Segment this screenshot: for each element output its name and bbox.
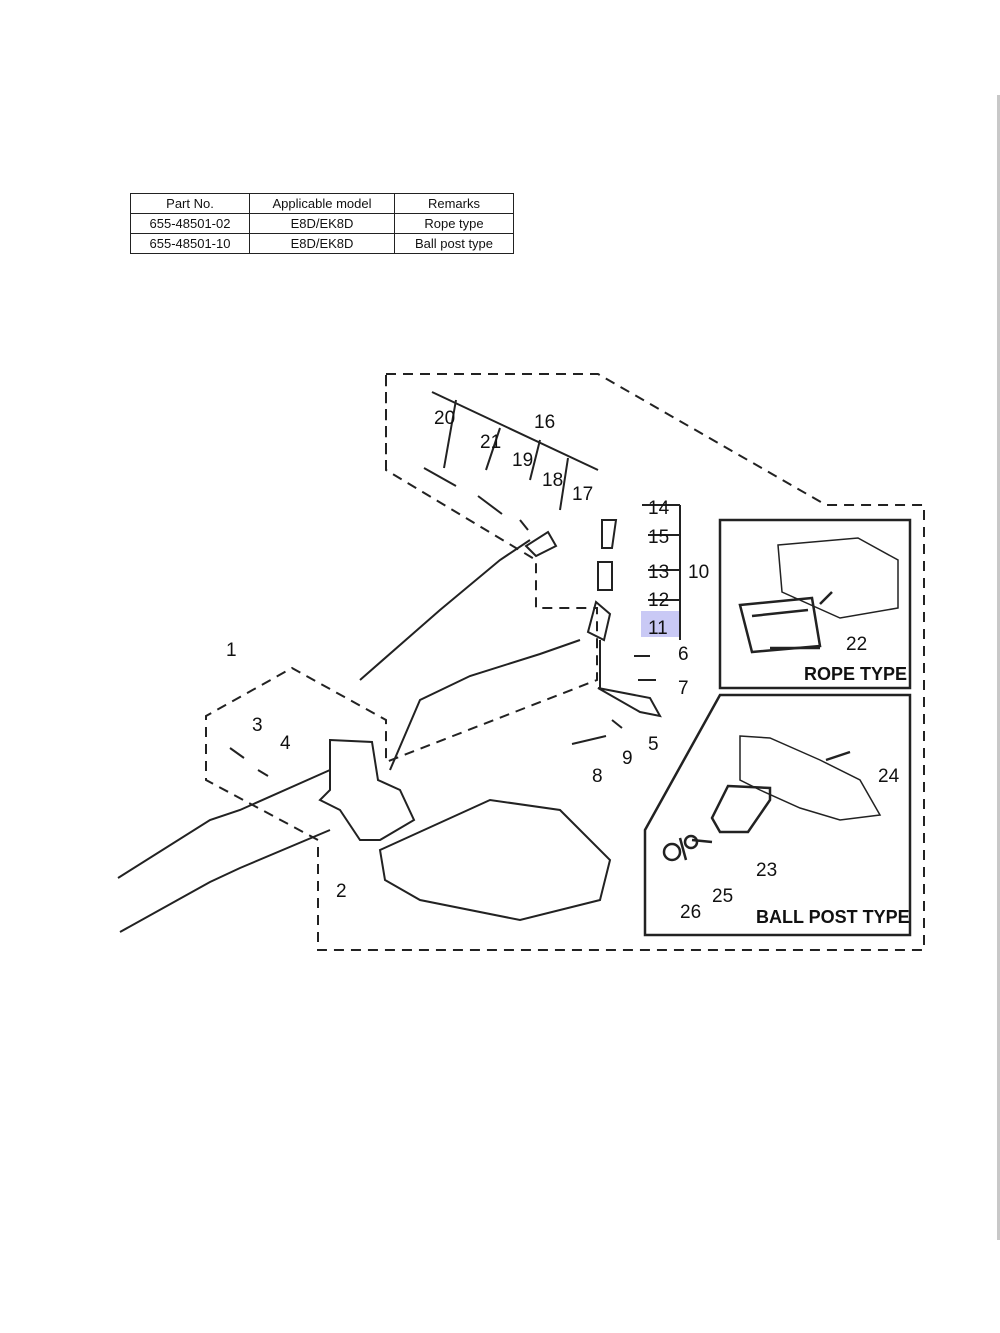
callout-2: 2 <box>336 881 347 902</box>
callout-23: 23 <box>756 860 777 881</box>
callout-1: 1 <box>226 640 237 661</box>
ball-post-type-inset <box>643 693 912 937</box>
callout-24: 24 <box>878 766 900 787</box>
rope-type-label: ROPE TYPE <box>804 664 907 684</box>
callout-6: 6 <box>678 644 689 665</box>
callout-highlight <box>641 611 679 637</box>
callout-17: 17 <box>572 484 593 505</box>
dashed-outlines <box>205 373 925 951</box>
callout-22: 22 <box>846 634 867 655</box>
ball-post-type-label: BALL POST TYPE <box>756 907 910 927</box>
cable-and-bracket-drawing <box>117 467 662 933</box>
table-cell: Ball post type <box>394 233 514 254</box>
table-header-model: Applicable model <box>249 193 395 214</box>
callout-25: 25 <box>712 886 733 907</box>
callout-11: 11 <box>648 618 668 639</box>
callout-18: 18 <box>542 470 563 491</box>
callout-7: 7 <box>678 678 689 699</box>
upper-group-brackets <box>431 391 681 640</box>
parts-table: Part No. Applicable model Remarks 655-48… <box>130 193 514 254</box>
callout-16: 16 <box>534 412 555 433</box>
callout-14: 14 <box>648 498 670 519</box>
callout-labels: 1 2 3 4 5 6 7 8 9 10 11 12 13 14 15 16 1… <box>226 408 900 923</box>
callout-5: 5 <box>648 734 659 755</box>
table-cell: 655-48501-02 <box>130 213 250 234</box>
callout-10: 10 <box>688 562 709 583</box>
table-header-remarks: Remarks <box>394 193 514 214</box>
table-row: 655-48501-10 E8D/EK8D Ball post type <box>130 233 514 254</box>
callout-8: 8 <box>592 766 603 787</box>
callout-13: 13 <box>648 562 669 583</box>
page-edge-shadow <box>997 95 1000 1240</box>
callout-4: 4 <box>280 733 291 754</box>
callout-12: 12 <box>648 590 669 611</box>
table-cell: E8D/EK8D <box>249 213 395 234</box>
table-header-row: Part No. Applicable model Remarks <box>130 193 514 214</box>
callout-19: 19 <box>512 450 533 471</box>
callout-26: 26 <box>680 902 701 923</box>
callout-9: 9 <box>622 748 633 769</box>
rope-type-inset <box>718 518 912 690</box>
callout-3: 3 <box>252 715 263 736</box>
callout-21: 21 <box>480 432 501 453</box>
table-cell: E8D/EK8D <box>249 233 395 254</box>
callout-15: 15 <box>648 527 669 548</box>
callout-20: 20 <box>434 408 455 429</box>
